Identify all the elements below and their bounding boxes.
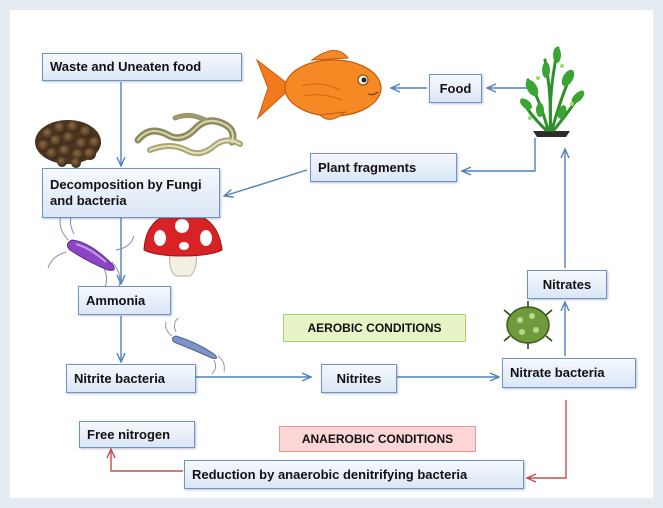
node-nitrates-label: Nitrates (543, 277, 591, 293)
node-ammonia: Ammonia (78, 286, 171, 315)
mushroom-icon (144, 212, 222, 276)
fish-icon (257, 50, 381, 119)
anaerobic-conditions-text: ANAEROBIC CONDITIONS (302, 432, 453, 446)
node-decomposition: Decomposition by Fungi and bacteria (42, 168, 220, 218)
fish-pellets-icon (35, 120, 101, 168)
node-reduction: Reduction by anaerobic denitrifying bact… (184, 460, 524, 489)
nitrate-bacterium-icon (504, 301, 552, 349)
node-waste-and-uneaten-food: Waste and Uneaten food (42, 53, 242, 81)
node-nitrates: Nitrates (527, 270, 607, 299)
node-free-nitrogen: Free nitrogen (79, 421, 195, 448)
arrow-nitrate-bacteria-to-reduction (527, 400, 566, 478)
arrow-plant-fragments-to-decomposition (224, 170, 307, 196)
node-free-nitrogen-label: Free nitrogen (87, 427, 170, 443)
node-nitrate-bacteria: Nitrate bacteria (502, 358, 636, 388)
anaerobic-conditions-label: ANAEROBIC CONDITIONS (279, 426, 476, 452)
node-nitrites: Nitrites (321, 364, 397, 393)
node-nitrite-bacteria-label: Nitrite bacteria (74, 371, 165, 387)
arrow-reduction-to-free-nitrogen (111, 449, 183, 471)
node-waste-label: Waste and Uneaten food (50, 59, 201, 75)
node-nitrate-bacteria-label: Nitrate bacteria (510, 365, 605, 381)
node-plant-fragments: Plant fragments (310, 153, 457, 182)
node-nitrites-label: Nitrites (337, 371, 382, 387)
arrow-plant-to-plant-fragments (462, 138, 535, 171)
node-decomposition-label: Decomposition by Fungi and bacteria (50, 177, 212, 209)
aquatic-plant-icon (518, 47, 586, 137)
aerobic-conditions-text: AEROBIC CONDITIONS (307, 321, 441, 335)
node-plant-fragments-label: Plant fragments (318, 160, 416, 176)
node-food: Food (429, 74, 482, 103)
node-nitrite-bacteria: Nitrite bacteria (66, 364, 196, 393)
node-ammonia-label: Ammonia (86, 293, 145, 309)
aerobic-conditions-label: AEROBIC CONDITIONS (283, 314, 466, 342)
worms-icon (138, 115, 240, 153)
node-food-label: Food (440, 81, 472, 97)
node-reduction-label: Reduction by anaerobic denitrifying bact… (192, 467, 467, 483)
